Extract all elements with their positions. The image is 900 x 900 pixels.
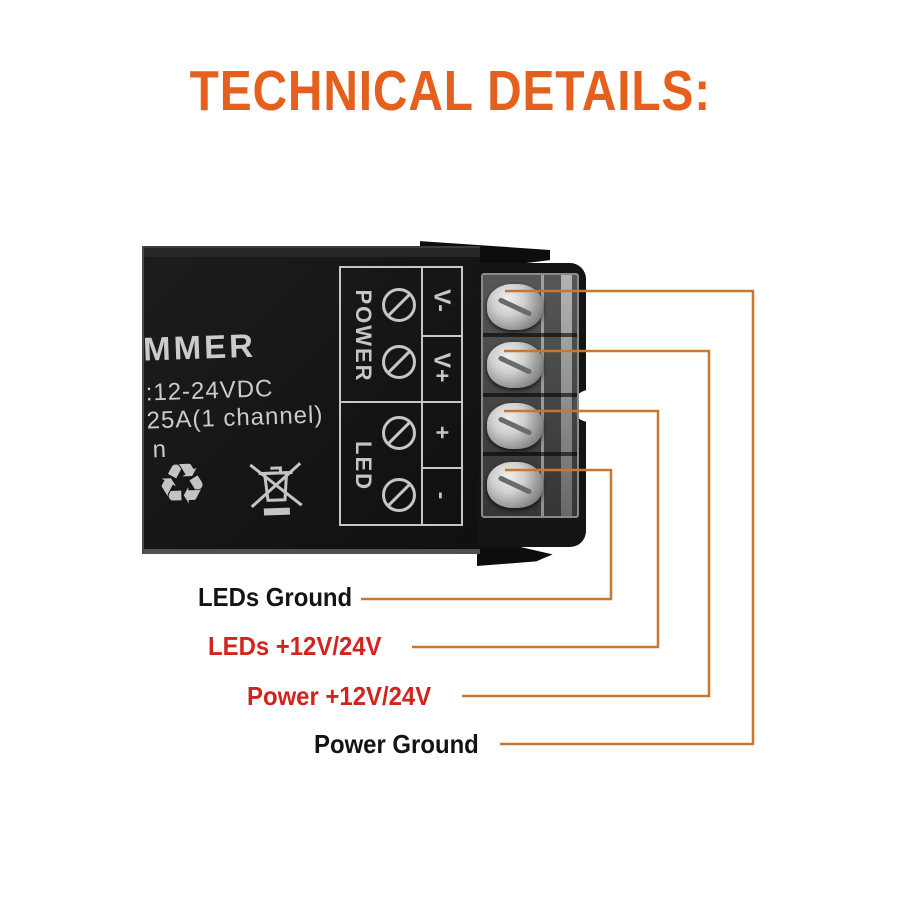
weee-crossed-bin-icon <box>247 455 305 526</box>
led-group-label: LED <box>351 441 376 491</box>
terminal-label-led-plus: + <box>429 425 456 441</box>
device-output-spec-text: 25A(1 channel) <box>146 401 324 435</box>
terminal-screw-led-plus <box>487 403 543 449</box>
terminal-label-panel: POWER LED V- V+ + - <box>339 266 463 526</box>
page-title: TECHNICAL DETAILS: <box>189 59 711 123</box>
terminal-label-v-minus: V- <box>429 289 456 313</box>
panel-cell-divider-plus-minus <box>421 467 461 469</box>
screw-symbol-icon <box>382 416 416 450</box>
recycle-icon: ♻ <box>155 451 209 519</box>
annotation-leds-plus: LEDs +12V/24V <box>208 631 382 661</box>
screw-symbol-icon <box>382 288 416 322</box>
panel-vertical-divider <box>421 268 423 524</box>
page-title-wrap: TECHNICAL DETAILS: <box>0 58 900 124</box>
terminal-screw-v-minus <box>487 284 543 330</box>
screw-symbol-icon <box>382 478 416 512</box>
terminal-screw-led-minus <box>487 462 543 508</box>
terminal-cell-divider <box>483 393 577 397</box>
screw-symbol-icon <box>382 345 416 379</box>
terminal-block-cover <box>481 273 579 518</box>
panel-cell-divider-vminus-vplus <box>421 335 461 337</box>
panel-group-divider <box>341 401 461 403</box>
power-group-label: POWER <box>351 289 376 383</box>
terminal-screw-v-plus <box>487 342 543 388</box>
device-model-text: MMER <box>142 326 257 368</box>
device-printed-text: MMER :12-24VDC 25A(1 channel) n ♻ <box>137 239 484 559</box>
annotation-leds-ground: LEDs Ground <box>198 582 353 612</box>
device-bottom-bevel <box>144 549 480 554</box>
terminal-label-v-plus: V+ <box>429 352 456 384</box>
annotation-power-plus: Power +12V/24V <box>247 681 432 711</box>
terminal-label-led-minus: - <box>429 491 456 501</box>
terminal-cell-divider <box>483 452 577 456</box>
device-input-spec-text: :12-24VDC <box>145 375 274 407</box>
device-top-bevel <box>144 246 480 257</box>
terminal-cell-divider <box>483 333 577 337</box>
annotation-power-ground: Power Ground <box>314 729 479 759</box>
